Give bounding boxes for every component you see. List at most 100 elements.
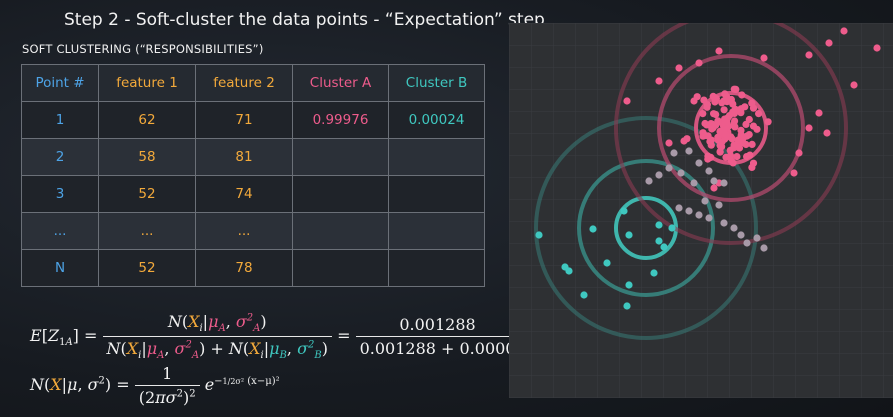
cluster-a-point (706, 137, 714, 146)
cluster-a-point (680, 137, 688, 145)
mixed-point (655, 171, 663, 179)
table-header-row: Point # feature 1 feature 2 Cluster A Cl… (21, 64, 485, 102)
cluster-a-point (764, 118, 772, 126)
gaussian-exponential: e−1/2σ² (x−μ)² (204, 375, 280, 394)
cell-feature-2: 81 (195, 138, 293, 176)
cluster-a-point (700, 96, 708, 104)
cluster-a-point (738, 91, 746, 99)
table-row: 3 52 74 (21, 175, 485, 213)
cell-cluster-a (292, 249, 389, 287)
cluster-a-point (733, 153, 741, 161)
cluster-a-point (745, 131, 753, 139)
mixed-point (677, 169, 685, 177)
cluster-b-point (625, 281, 633, 289)
mixed-point (760, 244, 768, 252)
cluster-a-point (675, 64, 683, 72)
table-row: ... ... ... (21, 212, 485, 250)
cluster-a-point (699, 129, 707, 137)
cluster-b-point (620, 207, 628, 215)
cluster-b-point (650, 269, 658, 277)
cluster-a-point (815, 109, 823, 117)
cell-cluster-b (388, 212, 485, 250)
header-point: Point # (21, 64, 99, 102)
expectation-fraction: N(Xi|μA, σ2A) N(Xi|μA, σ2A) + N(Xi|μB, σ… (102, 312, 332, 361)
cell-cluster-a (292, 138, 389, 176)
mixed-point (705, 214, 713, 222)
cluster-b-point (589, 225, 597, 233)
cluster-a-point (723, 98, 731, 106)
cluster-a-point (735, 136, 743, 144)
cluster-a-point (690, 97, 698, 105)
cluster-a-point (730, 141, 738, 149)
plot-grid (509, 23, 893, 398)
cluster-a-point (735, 144, 744, 152)
cluster-a-point (805, 51, 813, 59)
cluster-b-point (623, 302, 631, 310)
cluster-a-point (710, 184, 718, 192)
numeric-fraction: 0.001288 0.001288 + 0.0000 (355, 315, 520, 358)
mixed-point (737, 231, 745, 239)
cluster-b-point (603, 259, 611, 267)
cluster-a-point (749, 122, 758, 130)
cluster-a-point (703, 103, 711, 111)
mixed-point (701, 197, 709, 205)
cluster-a-point (720, 106, 728, 114)
cluster-plot (509, 11, 893, 398)
cell-cluster-b (388, 175, 485, 213)
cluster-b-middle-contour (577, 159, 715, 297)
header-cluster-b: Cluster B (388, 64, 485, 102)
cluster-b-point (561, 263, 569, 271)
header-cluster-a: Cluster A (292, 64, 389, 102)
expectation-lhs: E[Z1A] = (30, 326, 98, 349)
mixed-point (645, 177, 653, 185)
cell-feature-2: 78 (195, 249, 293, 287)
cluster-a-point (714, 117, 722, 125)
mixed-point (753, 234, 761, 242)
gaussian-numerator: 1 (134, 364, 200, 386)
gaussian-denominator: (2πσ2)2 (138, 388, 196, 407)
cluster-a-point (701, 119, 709, 128)
responsibilities-table: Point # feature 1 feature 2 Cluster A Cl… (21, 64, 485, 287)
mixed-point (690, 179, 698, 187)
cluster-a-point (873, 44, 881, 52)
cluster-a-point (790, 169, 798, 177)
mixed-point (675, 204, 683, 212)
cell-point: 3 (21, 175, 99, 213)
cell-feature-2: ... (195, 212, 293, 250)
mixed-point (685, 207, 693, 215)
data-points (535, 27, 881, 310)
cluster-a-point (722, 153, 730, 161)
cluster-a-point (737, 109, 745, 117)
slide-title: Step 2 - Soft-cluster the data points - … (64, 10, 545, 30)
cluster-b-point (660, 243, 668, 251)
cluster-b-point (625, 231, 633, 239)
cluster-a-point (731, 117, 739, 125)
cell-feature-1: ... (98, 212, 196, 250)
expectation-numerator: N(Xi|μA, σ2A) (102, 312, 332, 338)
cluster-a-point (729, 100, 737, 108)
cluster-a-point (760, 54, 768, 62)
cluster-a-point (710, 110, 718, 118)
cluster-a-point (722, 131, 731, 139)
cluster-a-point (732, 85, 740, 93)
gaussian-formula: N(X|μ, σ2) = 1 (2πσ2)2 e−1/2σ² (x−μ)² (30, 364, 280, 407)
cluster-b-point (580, 291, 588, 299)
cell-point: N (21, 249, 99, 287)
cluster-a-point (712, 95, 720, 103)
cluster-a-middle-contour (657, 54, 805, 202)
table-row: 2 58 81 (21, 138, 485, 176)
cell-cluster-b (388, 138, 485, 176)
cluster-a-point (850, 81, 858, 89)
header-feature-2: feature 2 (195, 64, 293, 102)
cluster-a-point (748, 140, 756, 148)
cluster-a-point (665, 139, 673, 147)
cluster-a-point (749, 104, 758, 112)
cluster-a-point (743, 153, 751, 161)
cell-point: 1 (21, 101, 99, 139)
cluster-a-point (695, 59, 703, 67)
cluster-a-point (715, 47, 723, 55)
cell-cluster-a (292, 212, 389, 250)
cluster-a-point (655, 77, 663, 85)
cluster-a-point (748, 163, 756, 171)
mixed-point (670, 149, 678, 157)
